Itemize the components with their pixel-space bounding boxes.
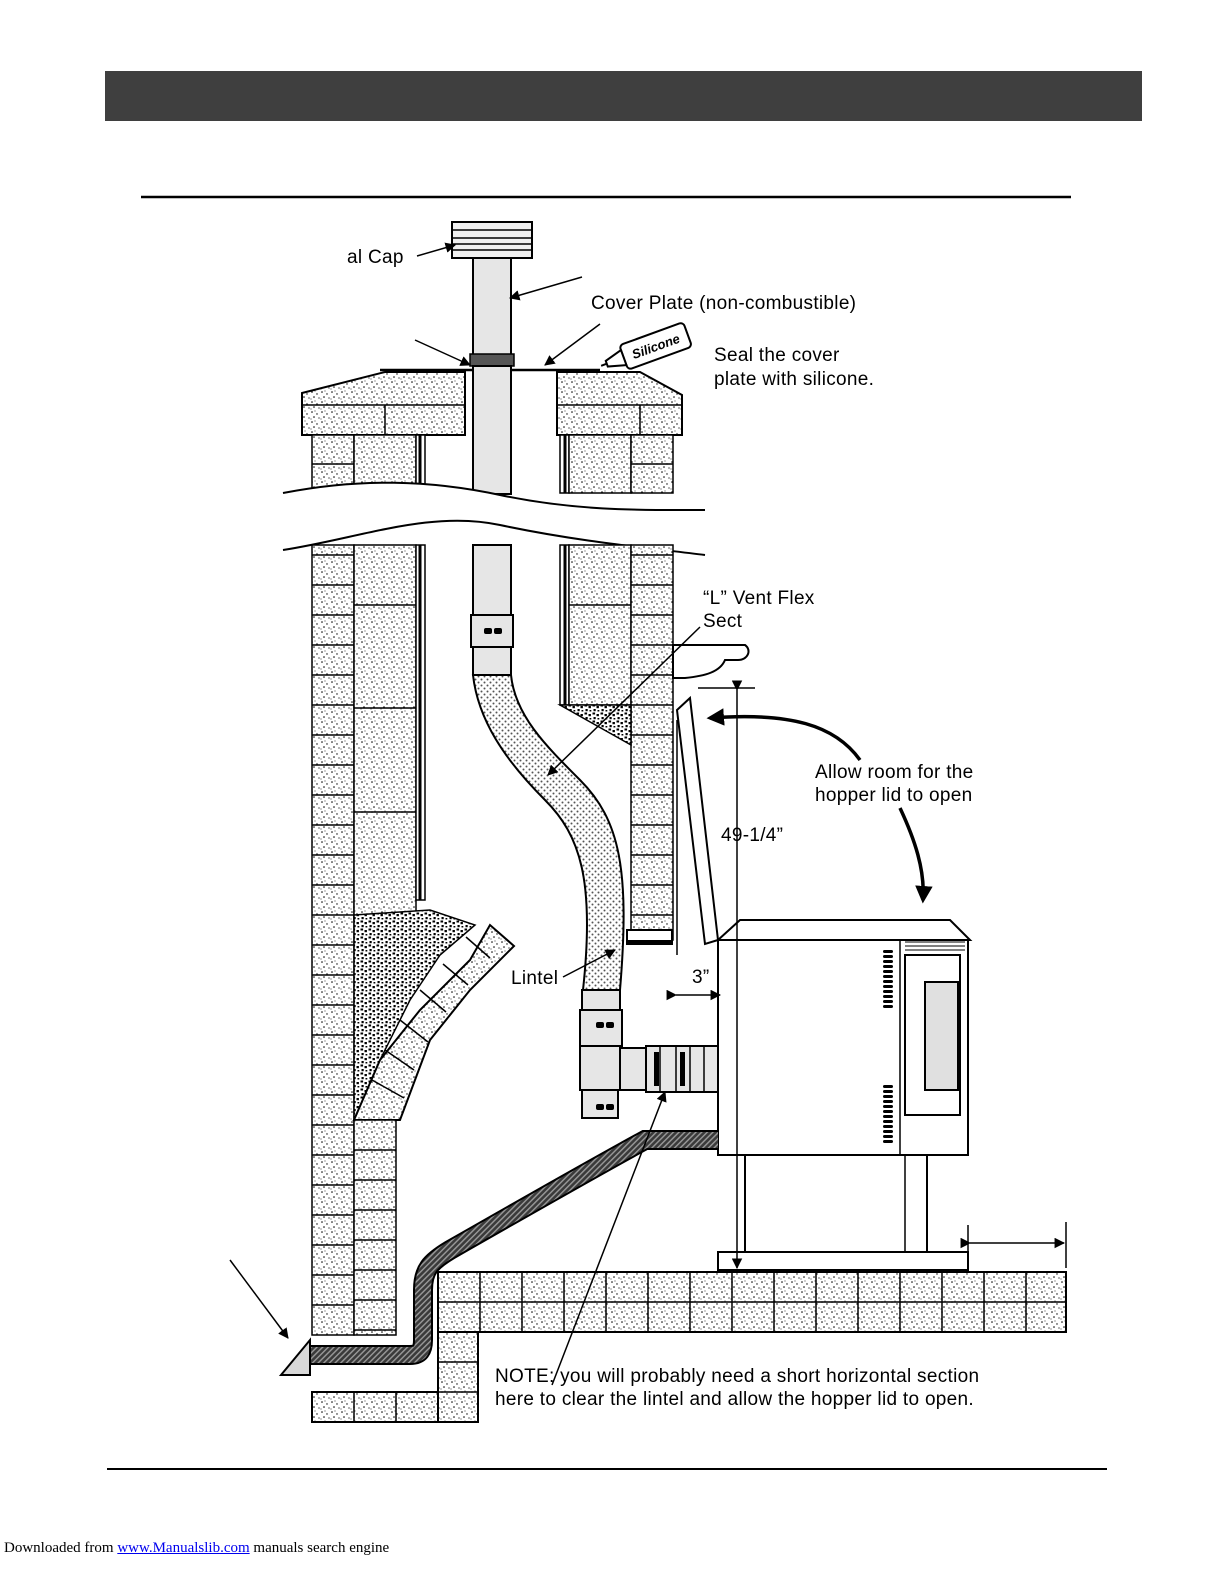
note-line1: NOTE: you will probably need a short hor… bbox=[495, 1366, 979, 1387]
pellet-stove bbox=[715, 919, 973, 1271]
footer-suffix: manuals search engine bbox=[253, 1540, 390, 1556]
cover-plate-label: Cover Plate (non-combustible) bbox=[591, 293, 856, 314]
allow-room-line2: hopper lid to open bbox=[815, 785, 973, 806]
height-dimension-label: 49-1/4” bbox=[721, 825, 783, 846]
cap-label: al Cap bbox=[347, 247, 404, 268]
chimney-right-wall bbox=[557, 544, 674, 945]
hearth-floor bbox=[311, 1271, 1067, 1423]
flex-vent-liner bbox=[470, 544, 625, 1047]
outside-air-hose bbox=[278, 1130, 718, 1376]
header-bar bbox=[105, 71, 1142, 121]
seal-note-line2: plate with silicone. bbox=[714, 369, 874, 390]
seal-note-line1: Seal the cover bbox=[714, 345, 840, 366]
lintel-label: Lintel bbox=[511, 968, 558, 989]
diagram-labels: al Cap Cover Plate (non-combustible) Sea… bbox=[347, 247, 979, 1410]
firebox-back bbox=[352, 909, 516, 1336]
footer: Downloaded from www.Manualslib.com manua… bbox=[4, 1540, 389, 1557]
vent-tee bbox=[579, 1045, 719, 1119]
footer-prefix: Downloaded from bbox=[4, 1540, 114, 1556]
flex-label-line2: Sect bbox=[703, 611, 743, 632]
manualslib-link[interactable]: www.Manualslib.com bbox=[117, 1540, 250, 1556]
vent-pipe-upper bbox=[380, 221, 600, 495]
flex-label-line1: “L” Vent Flex bbox=[703, 588, 815, 609]
chimney-left-wall bbox=[311, 544, 426, 1336]
clearance-dimension-label: 3” bbox=[692, 967, 710, 988]
chimney-crown bbox=[301, 371, 683, 436]
mantle bbox=[672, 644, 750, 679]
allow-room-line1: Allow room for the bbox=[815, 762, 974, 783]
leader-arrows bbox=[229, 242, 933, 1386]
silicone-tube-icon: Silicone bbox=[600, 322, 692, 370]
dimension-lines bbox=[666, 680, 1067, 1270]
note-line2: here to clear the lintel and allow the h… bbox=[495, 1389, 974, 1410]
hopper-lid bbox=[675, 695, 720, 946]
